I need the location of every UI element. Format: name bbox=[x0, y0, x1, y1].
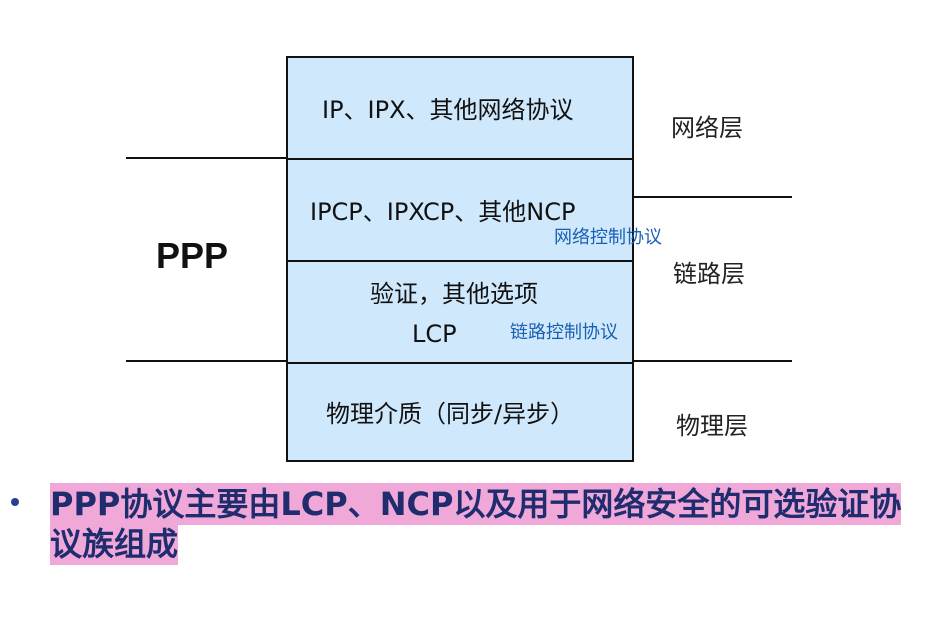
bullet-text: PPP协议主要由LCP、NCP以及用于网络安全的可选验证协议族组成 bbox=[50, 483, 930, 565]
ppp-label: PPP bbox=[156, 235, 229, 276]
stack-divider-3 bbox=[288, 362, 632, 364]
lcp-annotation: 链路控制协议 bbox=[510, 322, 618, 343]
layer-lcp-options: 验证，其他选项 bbox=[370, 280, 538, 308]
protocol-stack-box: IP、IPX、其他网络协议 IPCP、IPXCP、其他NCP 网络控制协议 验证… bbox=[286, 56, 662, 462]
layer-ncp: IPCP、IPXCP、其他NCP bbox=[310, 198, 576, 226]
stack-divider-1 bbox=[288, 158, 632, 160]
physical-layer-label: 物理层 bbox=[676, 412, 748, 440]
ncp-annotation: 网络控制协议 bbox=[554, 227, 662, 248]
layer-network-protocols: IP、IPX、其他网络协议 bbox=[322, 96, 574, 124]
layer-lcp-name: LCP bbox=[412, 320, 457, 348]
right-divider-top bbox=[634, 196, 792, 198]
left-divider-bottom bbox=[126, 360, 286, 362]
network-layer-label: 网络层 bbox=[671, 114, 743, 142]
stack-divider-2 bbox=[288, 260, 632, 262]
bullet-dot-icon bbox=[11, 498, 19, 506]
bullet-highlight: PPP协议主要由LCP、NCP以及用于网络安全的可选验证协议族组成 bbox=[50, 483, 902, 565]
right-divider-bottom bbox=[634, 360, 792, 362]
link-layer-label: 链路层 bbox=[673, 260, 745, 288]
left-divider-top bbox=[126, 157, 286, 159]
layer-physical-medium: 物理介质（同步/异步） bbox=[326, 400, 575, 428]
